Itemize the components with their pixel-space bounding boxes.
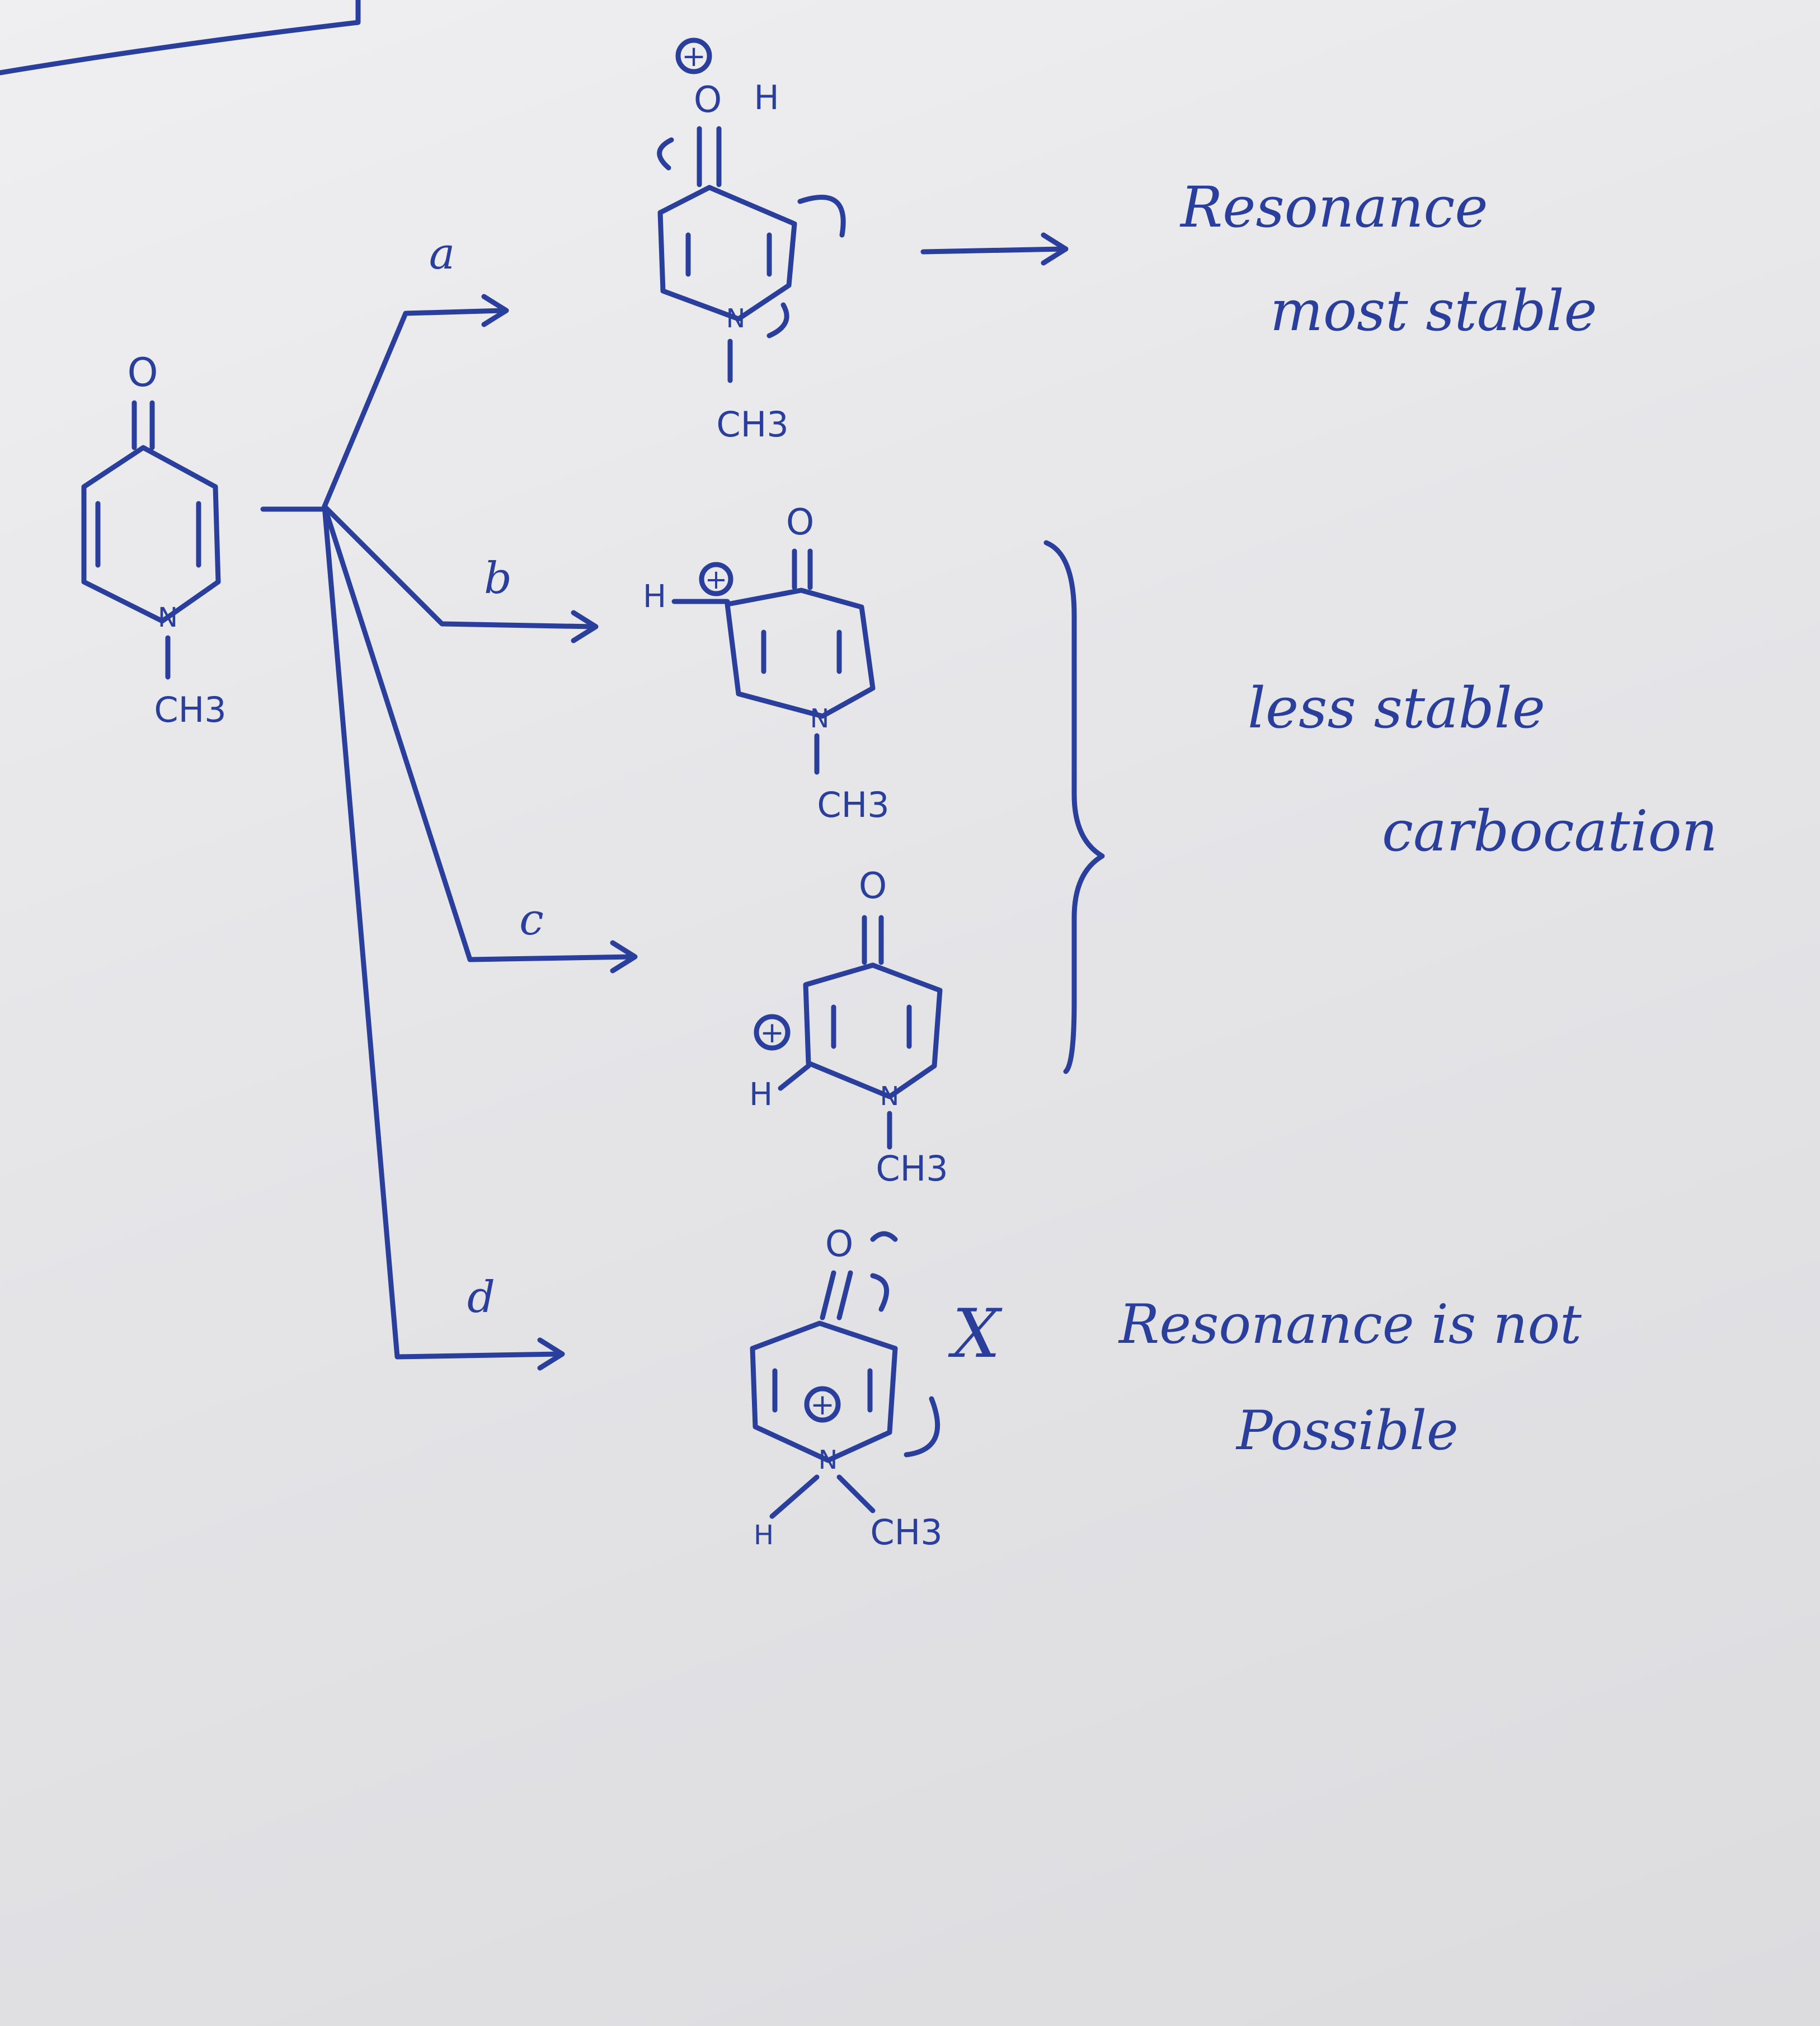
a-oh-hydrogen: H <box>754 78 779 117</box>
note-a-line1: Resonance <box>1179 175 1488 240</box>
b-methyl: CH3 <box>817 784 889 825</box>
c-ring-double-bonds <box>831 1004 912 1049</box>
b-hydrogen: H <box>643 579 666 615</box>
product-d: O + N H CH3 <box>750 1224 943 1553</box>
starting-molecule: O N CH3 <box>81 350 227 730</box>
note-d-line1: Resonance is not <box>1118 1293 1582 1356</box>
a-charge-circle <box>675 37 712 74</box>
c-carbonyl-bond <box>862 915 884 965</box>
product-a: + O H N CH3 <box>657 37 846 445</box>
product-b: O H + N CH3 <box>643 502 890 825</box>
label-b: b <box>484 553 512 604</box>
a-result-arrow <box>920 246 1066 255</box>
arrow-a <box>322 308 506 509</box>
arrow-d <box>322 504 562 1360</box>
d-curly-arrow-side <box>904 1396 940 1458</box>
c-nitrogen: N <box>880 1081 899 1111</box>
label-d: d <box>467 1272 495 1323</box>
note-d-line2: Possible <box>1235 1399 1459 1462</box>
c-charge-circle <box>754 1014 791 1051</box>
b-ring <box>725 587 876 719</box>
start-nitrogen: N <box>158 602 178 633</box>
a-result-arrow-head <box>1041 232 1069 266</box>
d-carbonyl-bond <box>820 1270 853 1320</box>
b-carbonyl-bond <box>792 548 813 590</box>
d-n-substituent-bonds <box>769 1474 876 1519</box>
a-ring-double-bonds <box>685 232 772 277</box>
a-curly-arrow-left <box>657 137 674 171</box>
arrow-b-head <box>571 610 599 643</box>
d-charge-circle <box>804 1386 841 1423</box>
c-h-bond <box>778 1063 811 1091</box>
d-methyl: CH3 <box>870 1512 942 1553</box>
d-oxygen: O <box>825 1224 853 1265</box>
b-charge-circle <box>699 562 733 596</box>
c-oxygen: O <box>859 866 887 907</box>
arrow-c-head <box>610 940 638 974</box>
start-ring <box>81 445 221 624</box>
a-charge: + <box>681 40 706 73</box>
a-methyl: CH3 <box>716 404 788 445</box>
branch-arrows: a b c d <box>260 229 638 1371</box>
margin-line <box>0 0 361 76</box>
arrow-d-head <box>537 1337 565 1371</box>
c-charge: + <box>760 1016 784 1050</box>
product-c: O + H N CH3 <box>749 866 948 1189</box>
a-nitrogen: N <box>726 303 745 333</box>
a-oxygen: O <box>694 79 722 121</box>
a-curly-arrow-n <box>766 302 789 339</box>
c-hydrogen: H <box>749 1077 773 1113</box>
start-methyl: CH3 <box>154 689 226 730</box>
a-curly-arrow-right <box>797 195 846 238</box>
d-charge: + <box>810 1388 835 1422</box>
d-ring-double-bonds <box>772 1368 873 1413</box>
label-a: a <box>429 229 455 279</box>
d-lone-pair-arrow <box>870 1231 898 1242</box>
b-ring-double-bonds <box>761 629 842 674</box>
start-carbonyl-bond <box>131 400 155 450</box>
arrow-b <box>322 504 596 629</box>
d-nitrogen: N <box>819 1445 838 1475</box>
a-ring <box>657 185 797 322</box>
d-curly-arrow-top <box>870 1273 890 1312</box>
b-oxygen: O <box>786 502 814 543</box>
d-ring <box>750 1320 898 1463</box>
note-bc-line1: less stable <box>1248 675 1545 741</box>
b-charge: + <box>705 564 727 595</box>
start-oxygen: O <box>127 350 158 396</box>
start-ring-double-bonds <box>95 501 201 568</box>
arrow-c <box>322 504 635 962</box>
bc-brace <box>1043 540 1105 1074</box>
a-carbonyl-bond <box>697 126 722 187</box>
c-ring <box>803 962 943 1099</box>
arrow-a-head <box>481 294 509 327</box>
b-nitrogen: N <box>810 703 829 734</box>
c-methyl: CH3 <box>876 1148 948 1189</box>
note-bc-line2: carbocation <box>1382 798 1718 864</box>
d-n-hydrogen: H <box>754 1520 774 1551</box>
d-cross-mark: X <box>948 1295 1003 1373</box>
label-c: c <box>519 895 544 945</box>
note-a-line2: most stable <box>1270 278 1597 344</box>
